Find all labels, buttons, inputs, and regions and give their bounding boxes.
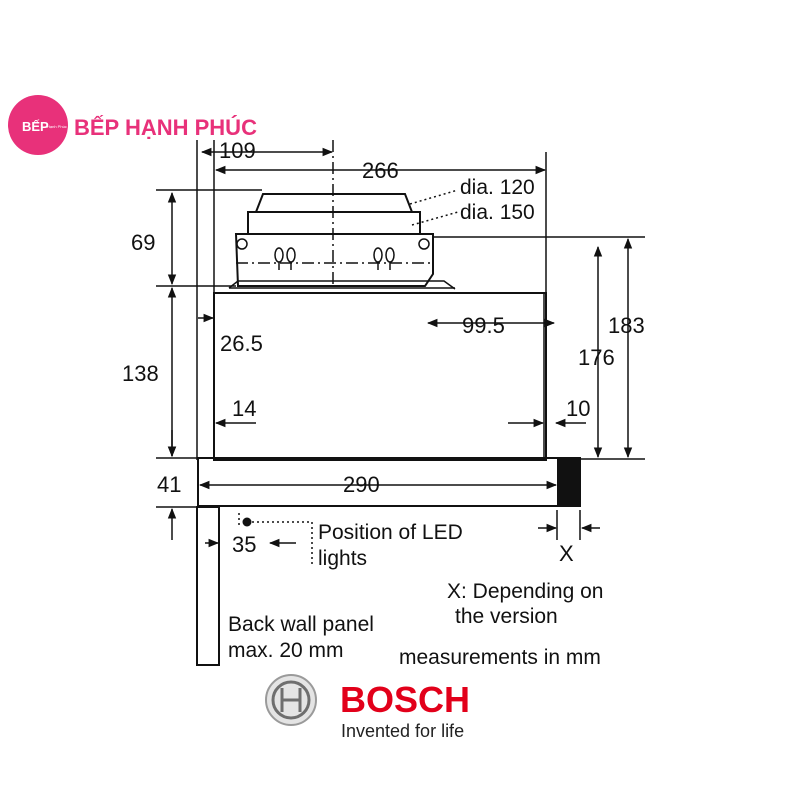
note-dia-120: dia. 120 xyxy=(460,176,535,199)
note-wall-line-2: max. 20 mm xyxy=(228,639,344,662)
shop-badge-text: BẾP xyxy=(22,119,49,134)
bosch-tagline: Invented for life xyxy=(341,721,464,741)
led-position-marker xyxy=(242,517,252,527)
bosch-armature-icon xyxy=(265,674,317,726)
note-led-line-2: lights xyxy=(318,547,367,570)
dim-label-138: 138 xyxy=(122,361,159,386)
front-panel xyxy=(197,457,581,507)
note-led-line-1: Position of LED xyxy=(318,521,463,544)
shop-badge-subtext: Hạnh Phúc xyxy=(47,124,67,129)
dim-label-183: 183 xyxy=(608,313,645,338)
callout-notes: dia. 120 dia. 150 Position of LED lights… xyxy=(228,176,603,669)
dim-label-69: 69 xyxy=(131,230,155,255)
bosch-name: BOSCH xyxy=(340,679,470,720)
dimension-lines xyxy=(167,147,633,567)
extension-lines xyxy=(156,152,645,540)
note-wall-line-1: Back wall panel xyxy=(228,613,374,636)
dimension-labels: 109 266 69 138 26.5 99.5 183 176 14 10 4… xyxy=(122,138,645,566)
shop-name: BẾP HẠNH PHÚC xyxy=(74,115,257,140)
fan-unit xyxy=(228,140,456,290)
shop-logo: BẾP Hạnh Phúc BẾP HẠNH PHÚC xyxy=(8,95,257,155)
front-handle xyxy=(557,458,580,506)
dim-label-176: 176 xyxy=(578,345,615,370)
dim-label-26-5: 26.5 xyxy=(220,331,263,356)
note-units: measurements in mm xyxy=(399,646,601,669)
dim-label-266: 266 xyxy=(362,158,399,183)
dim-label-109: 109 xyxy=(219,138,256,163)
dim-label-10: 10 xyxy=(566,396,590,421)
dim-label-41: 41 xyxy=(157,472,181,497)
bosch-logo: BOSCH Invented for life xyxy=(265,674,470,741)
shop-badge-icon xyxy=(8,95,68,155)
dim-label-99-5: 99.5 xyxy=(462,313,505,338)
note-dia-150: dia. 150 xyxy=(460,201,535,224)
dim-label-35: 35 xyxy=(232,532,256,557)
note-version-line-1: X: Depending on xyxy=(447,580,603,603)
dim-label-x: X xyxy=(559,541,574,566)
back-wall-panel xyxy=(196,140,220,666)
dim-label-290: 290 xyxy=(343,472,380,497)
note-version-line-2: the version xyxy=(455,605,558,628)
dim-label-14: 14 xyxy=(232,396,256,421)
